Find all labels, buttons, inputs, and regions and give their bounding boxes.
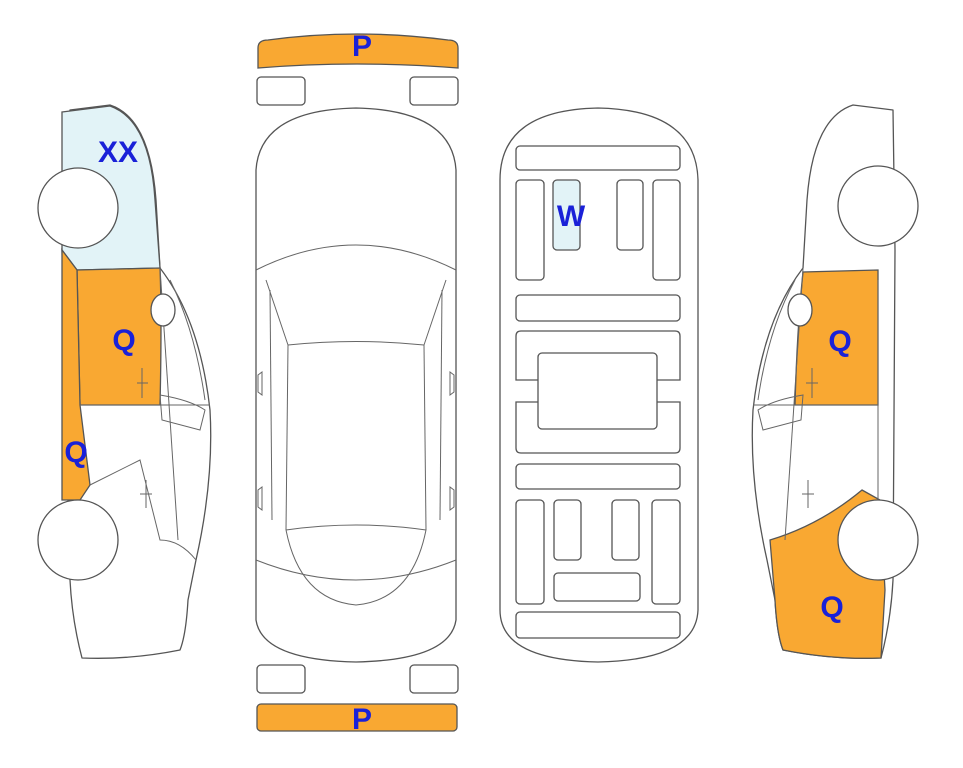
- under-part-13: [651, 499, 681, 605]
- underbody-panel-label: W: [557, 200, 586, 233]
- front-bumper-label: P: [352, 30, 372, 63]
- right-rear-quarter-label: Q: [820, 591, 843, 624]
- right-front-door-label: Q: [828, 325, 851, 358]
- front-right-headlight: [409, 76, 459, 106]
- left-front-door-label: Q: [112, 324, 135, 357]
- top-view: P P: [255, 30, 459, 736]
- front-left-headlight: [256, 76, 306, 106]
- right-rear-wheel-icon: [837, 499, 919, 581]
- under-part-10: [515, 499, 545, 605]
- rear-right-taillight: [409, 664, 459, 694]
- left-windshield-label: XX: [98, 136, 138, 169]
- top-view-body: [255, 107, 457, 663]
- under-part-1: [515, 145, 681, 171]
- under-part-6: [515, 294, 681, 322]
- right-front-wheel-icon: [837, 165, 919, 247]
- underbody-view: W: [499, 107, 699, 663]
- rear-bumper-panel[interactable]: [256, 703, 458, 732]
- under-part-15: [515, 611, 681, 639]
- left-mirror-icon: [150, 293, 176, 327]
- under-part-14: [553, 572, 641, 602]
- left-rocker-label: Q: [64, 436, 87, 469]
- under-part-4: [616, 179, 644, 251]
- underbody-panel-w[interactable]: [552, 179, 581, 251]
- left-side-body: [61, 104, 212, 659]
- underbody-outline: [499, 107, 699, 663]
- under-center-panel: [537, 352, 658, 430]
- under-part-12: [611, 499, 640, 561]
- under-part-5: [652, 179, 681, 281]
- under-part-9: [515, 463, 681, 490]
- right-mirror-icon: [787, 293, 813, 327]
- rear-left-taillight: [256, 664, 306, 694]
- rear-bumper-label: P: [352, 703, 372, 736]
- left-side-view: XX Q Q: [37, 104, 212, 659]
- left-front-wheel-icon: [37, 167, 119, 249]
- under-part-2: [515, 179, 545, 281]
- left-rear-wheel-icon: [37, 499, 119, 581]
- right-side-view: Q Q: [751, 104, 919, 659]
- front-bumper-panel[interactable]: [257, 33, 459, 69]
- under-part-11: [553, 499, 582, 561]
